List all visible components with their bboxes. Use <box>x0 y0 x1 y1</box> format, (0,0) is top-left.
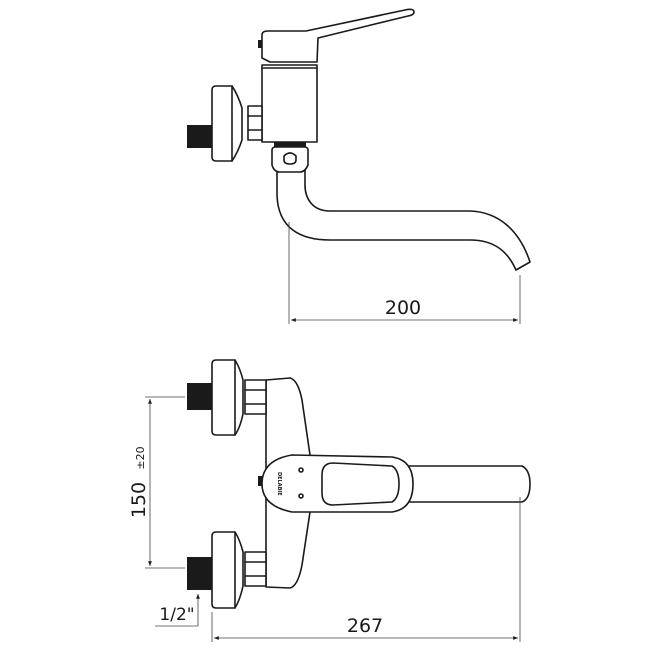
mixer-body <box>261 64 318 143</box>
delabie-logo: DELABIE <box>276 472 282 496</box>
inlet-nut-top <box>244 379 267 415</box>
dimension-overall-width: 267 <box>211 497 521 642</box>
inlet-thread <box>187 125 212 148</box>
dimension-150-label: 150 <box>128 482 150 518</box>
dimension-inlet-spacing: 150 ±20 <box>128 396 185 569</box>
wall-flange <box>211 85 243 162</box>
inlet-nut <box>247 105 263 141</box>
dimension-spout-reach: 200 <box>288 222 521 324</box>
front-view: DELABIE 150 ±20 1/2" <box>128 359 531 642</box>
inlet-thread-top <box>187 383 212 410</box>
dimension-thread-size: 1/2" <box>155 594 200 627</box>
spout <box>276 169 531 271</box>
dimension-tolerance-label: ±20 <box>134 446 147 469</box>
lever-handle-side <box>258 8 415 63</box>
lever-handle-front: DELABIE <box>258 454 531 513</box>
swivel-collar <box>271 142 309 173</box>
dimension-200-label: 200 <box>385 297 421 319</box>
inlet-nut-bottom <box>244 551 267 587</box>
wall-flange-bottom <box>211 531 244 609</box>
inlet-thread-bottom <box>187 557 212 590</box>
dimension-267-label: 267 <box>347 615 383 637</box>
side-view: 200 <box>187 8 531 324</box>
dimension-half-inch-label: 1/2" <box>159 605 194 625</box>
wall-flange-top <box>211 359 244 436</box>
